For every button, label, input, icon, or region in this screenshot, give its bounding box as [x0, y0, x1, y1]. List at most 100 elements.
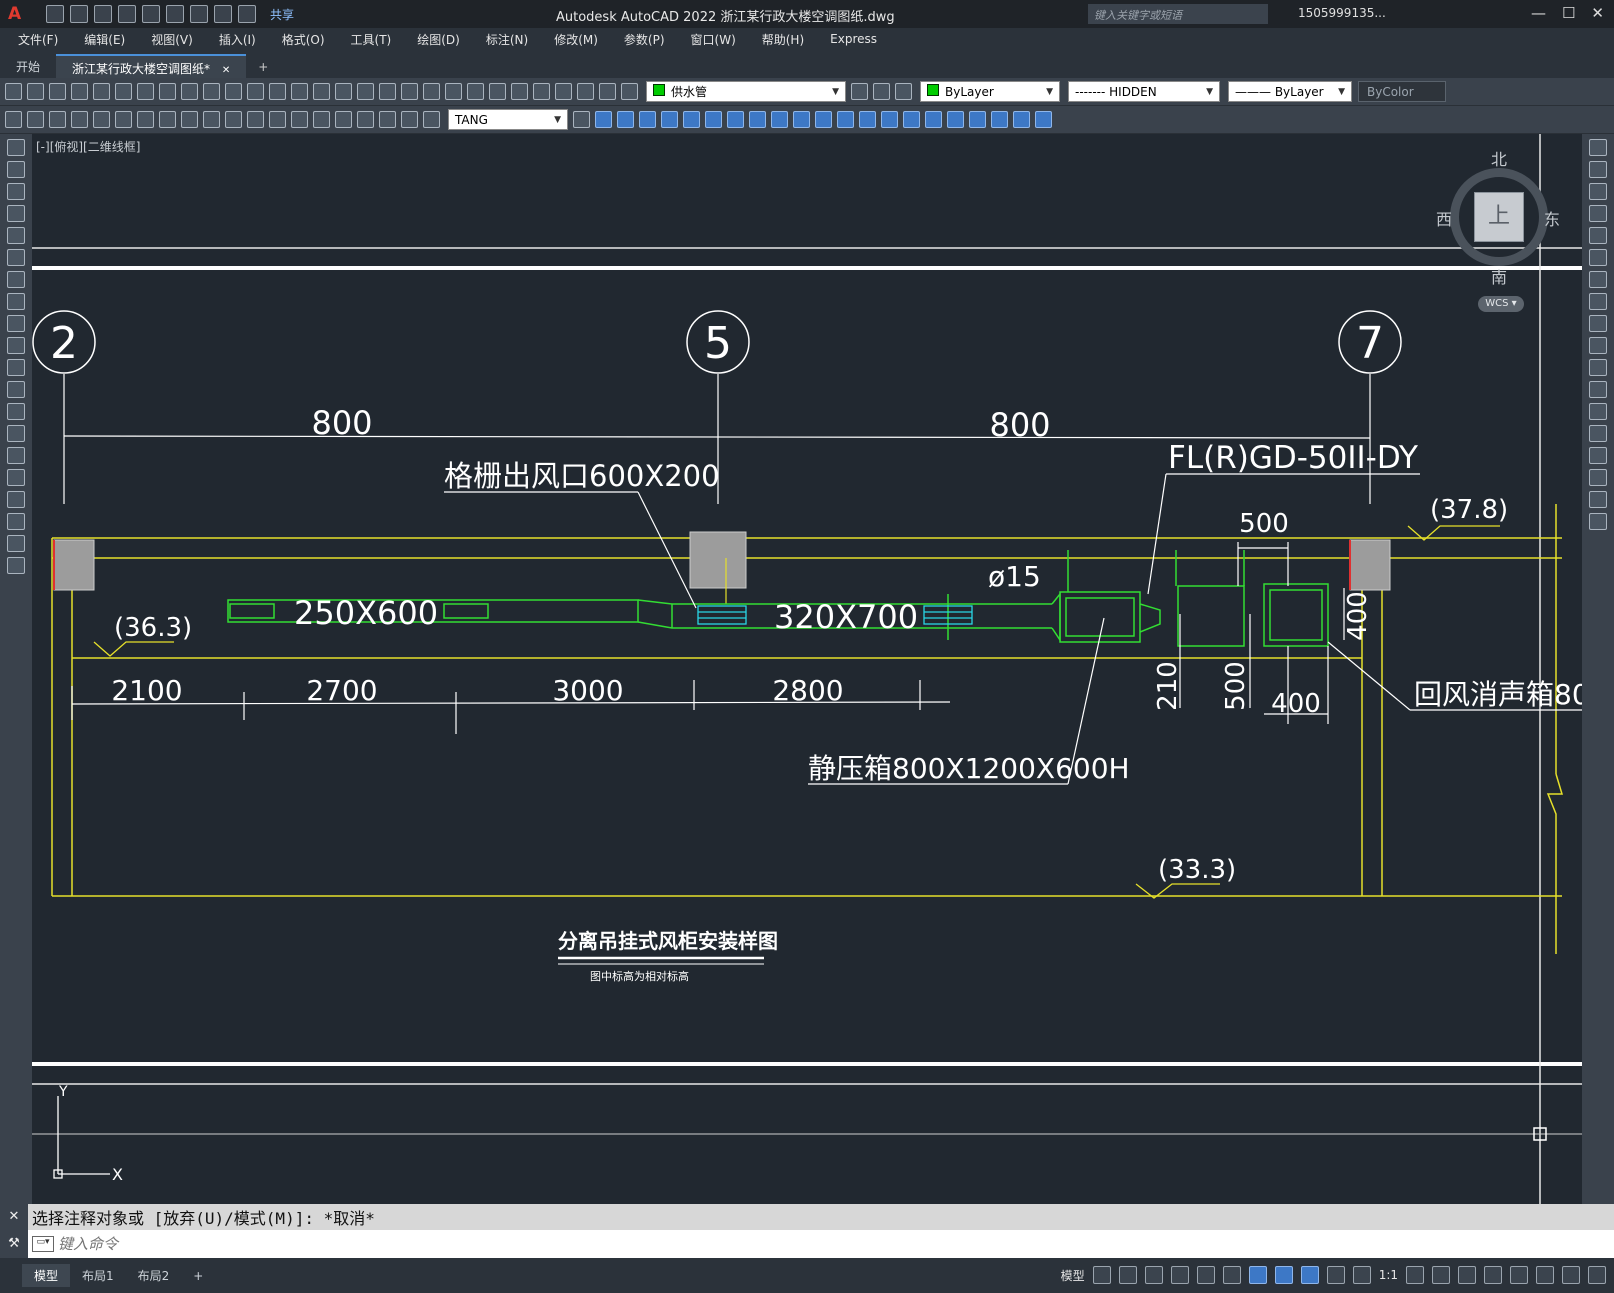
grid-icon[interactable] [1092, 1266, 1111, 1284]
menu-dimension[interactable]: 标注(N) [485, 32, 529, 47]
join-icon[interactable] [837, 111, 854, 128]
insert-block-icon[interactable] [7, 381, 25, 398]
line-icon[interactable] [7, 139, 25, 156]
spline-icon[interactable] [7, 315, 25, 332]
user-account[interactable]: 1505999135... [1298, 6, 1386, 20]
close-command-icon[interactable]: ✕ [0, 1204, 28, 1230]
compass-south[interactable]: 南 [1491, 268, 1508, 287]
customize-icon[interactable]: ⚒ [0, 1230, 28, 1258]
open-icon[interactable] [27, 83, 44, 100]
command-input[interactable] [58, 1235, 1458, 1253]
gradient-icon[interactable] [7, 469, 25, 486]
isodraft-icon[interactable] [1196, 1266, 1215, 1284]
compass-ring[interactable] [1450, 168, 1548, 266]
chamfer-icon[interactable] [859, 111, 876, 128]
extend-r-icon[interactable] [1589, 359, 1607, 376]
dim-continue-icon[interactable] [225, 111, 242, 128]
object-track-icon[interactable] [1222, 1266, 1241, 1284]
layer-states-icon[interactable] [895, 83, 912, 100]
globe-icon[interactable] [137, 83, 154, 100]
offset-icon[interactable] [639, 111, 656, 128]
redo-icon[interactable] [238, 5, 256, 23]
lineweight-icon[interactable] [1274, 1266, 1293, 1284]
tab-close-icon[interactable]: ✕ [221, 65, 231, 76]
isolate-icon[interactable] [1510, 1266, 1528, 1284]
menu-view[interactable]: 视图(V) [151, 32, 193, 47]
dim-text-edit-icon[interactable] [401, 111, 418, 128]
graphics-icon[interactable] [1536, 1266, 1554, 1284]
scale-r-icon[interactable] [1589, 293, 1607, 310]
annotation-visibility-icon[interactable] [1300, 1266, 1319, 1284]
matchprop-icon[interactable] [225, 83, 242, 100]
snap-icon[interactable] [1118, 1266, 1137, 1284]
layer-dropdown[interactable]: 供水管 ▼ [646, 81, 846, 102]
explode-r-icon[interactable] [1589, 513, 1607, 530]
lineweight-dropdown[interactable]: ——— ByLayer ▼ [1228, 81, 1352, 102]
qnew-icon[interactable] [5, 83, 22, 100]
layout-tab-2[interactable]: 布局2 [137, 1269, 170, 1283]
quick-properties-icon[interactable] [1484, 1266, 1502, 1284]
ellipse-arc-icon[interactable] [7, 359, 25, 376]
share-button[interactable]: 共享 [270, 7, 295, 22]
dim-aligned-icon[interactable] [27, 111, 44, 128]
break-r-icon[interactable] [1589, 403, 1607, 420]
maximize-button[interactable]: ☐ [1561, 4, 1576, 22]
layer-previous-icon[interactable] [873, 83, 890, 100]
compass-east[interactable]: 东 [1544, 210, 1561, 229]
erase-icon[interactable] [1589, 139, 1607, 156]
new-tab-button[interactable]: + [258, 60, 269, 74]
quick-dim-icon[interactable] [181, 111, 198, 128]
trim-r-icon[interactable] [1589, 337, 1607, 354]
cut-icon[interactable] [159, 83, 176, 100]
break-point-icon[interactable] [1589, 381, 1607, 398]
dim-edit-icon[interactable] [379, 111, 396, 128]
pan-icon[interactable] [313, 83, 330, 100]
close-button[interactable]: ✕ [1591, 4, 1604, 22]
dim-baseline-icon[interactable] [203, 111, 220, 128]
wcs-menu[interactable]: WCS ▾ [1478, 296, 1524, 312]
redo-tb-icon[interactable] [291, 83, 308, 100]
text-style-dropdown[interactable]: TANG ▼ [448, 109, 568, 130]
preview-icon[interactable] [93, 83, 110, 100]
osnap-icon[interactable] [1248, 1266, 1267, 1284]
plot-tb-icon[interactable] [71, 83, 88, 100]
save-tb-icon[interactable] [49, 83, 66, 100]
ellipse-icon[interactable] [7, 337, 25, 354]
design-center-icon[interactable] [423, 83, 440, 100]
gear-icon[interactable] [1406, 1266, 1424, 1284]
menu-help[interactable]: 帮助(H) [761, 32, 805, 47]
customize-status-icon[interactable] [1588, 1266, 1606, 1284]
copy-icon[interactable] [181, 83, 198, 100]
rotate-icon[interactable] [705, 111, 722, 128]
polar-icon[interactable] [1170, 1266, 1189, 1284]
jogged-linear-icon[interactable] [357, 111, 374, 128]
stretch-r-icon[interactable] [1589, 315, 1607, 332]
save-icon[interactable] [94, 5, 112, 23]
dim-update-icon[interactable] [423, 111, 440, 128]
array-icon[interactable] [661, 111, 678, 128]
compass-north[interactable]: 北 [1491, 150, 1508, 169]
revcloud-icon[interactable] [7, 293, 25, 310]
viewcube-top-face[interactable]: 上 [1474, 192, 1524, 242]
make-block-icon[interactable] [7, 403, 25, 420]
plus-icon[interactable] [1432, 1266, 1450, 1284]
paste-icon[interactable] [203, 83, 220, 100]
add-selected-icon[interactable] [7, 557, 25, 574]
properties-icon[interactable] [401, 83, 418, 100]
menu-modify[interactable]: 修改(M) [554, 32, 598, 47]
make-current-icon[interactable] [851, 83, 868, 100]
new-file-icon[interactable] [46, 5, 64, 23]
calculator-icon[interactable] [511, 83, 528, 100]
layer-manager-icon[interactable] [555, 83, 572, 100]
explode-icon[interactable] [903, 111, 920, 128]
dim-space-icon[interactable] [247, 111, 264, 128]
stretch-icon[interactable] [749, 111, 766, 128]
brush-icon[interactable] [247, 83, 264, 100]
zoom-window-icon[interactable] [357, 83, 374, 100]
hatch-edit-icon[interactable] [991, 111, 1008, 128]
polyline-icon[interactable] [7, 183, 25, 200]
dim-radius-icon[interactable] [93, 111, 110, 128]
construction-line-icon[interactable] [7, 161, 25, 178]
help-icon[interactable] [533, 83, 550, 100]
circle-icon[interactable] [7, 271, 25, 288]
